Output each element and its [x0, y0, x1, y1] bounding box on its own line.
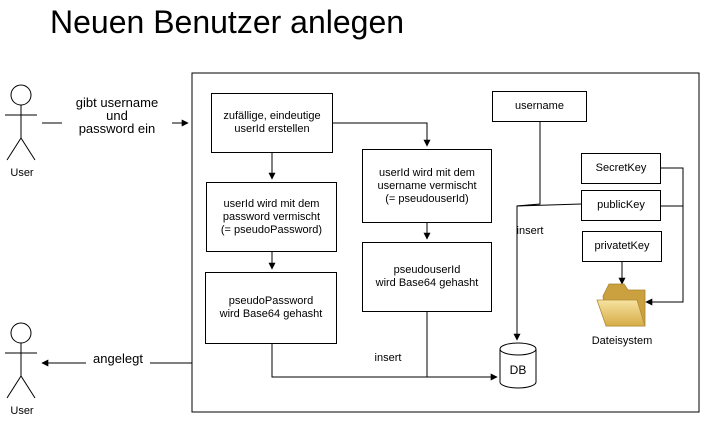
edge-label-insert-right: insert: [516, 225, 544, 237]
database-cylinder: [499, 342, 537, 389]
box-mix-password: userId wird mit dem password vermischt (…: [206, 182, 337, 252]
flow-hash-password-to-db: [271, 344, 498, 381]
edge-label-output: angelegt: [86, 352, 150, 365]
flow-secretkey-to-fs: [645, 167, 684, 306]
user-actor-top: [5, 84, 37, 161]
box-mix-username: userId wird mit dem username vermischt (…: [362, 149, 492, 223]
box-hash-userid: pseudouserId wird Base64 gehasht: [362, 242, 492, 312]
flow-username-to-db: [513, 122, 541, 341]
flow-publickey-to-db: [516, 203, 582, 207]
box-create-userid: zufällige, eindeutige userId erstellen: [211, 93, 333, 153]
box-public-key: publicKey: [581, 190, 661, 221]
box-hash-password: pseudoPassword wird Base64 gehasht: [205, 272, 337, 344]
flow-create-to-mix-username: [333, 122, 431, 147]
system-container: [191, 72, 700, 413]
actor-label-bottom: User: [10, 405, 34, 417]
user-actor-bottom: [5, 322, 37, 399]
box-secret-key: SecretKey: [581, 153, 661, 184]
filesystem-label: Dateisystem: [591, 335, 653, 347]
page-title: Neuen Benutzer anlegen: [50, 4, 405, 40]
database-label: DB: [509, 363, 527, 377]
actor-label-top: User: [10, 167, 34, 179]
folder-icon: [596, 283, 646, 327]
edge-label-insert-left: insert: [374, 352, 402, 364]
box-username: username: [492, 91, 587, 122]
edge-label-input: gibt username und password ein: [62, 96, 172, 135]
box-private-key: privatetKey: [582, 231, 662, 262]
